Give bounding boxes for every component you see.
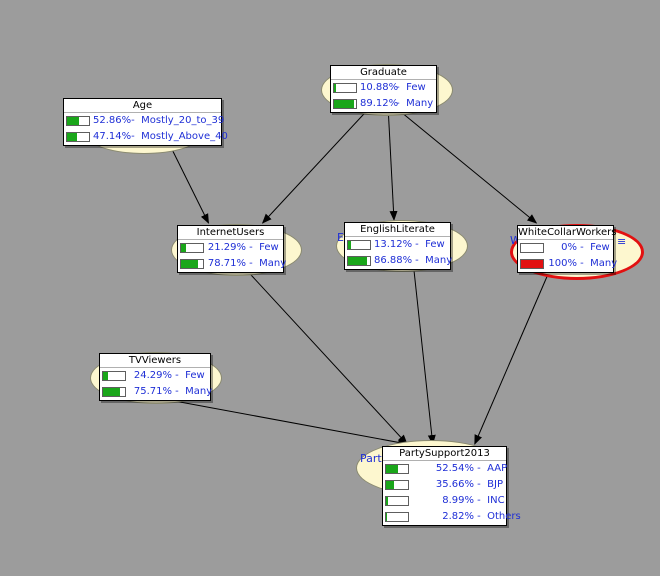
state-percent: 75.71% bbox=[133, 386, 172, 397]
state-row[interactable]: 52.54% - AAP bbox=[383, 461, 508, 477]
state-row[interactable]: 8.99% - INC bbox=[383, 493, 506, 509]
state-label: - Few bbox=[412, 239, 445, 250]
state-row[interactable]: 86.88% - Many bbox=[345, 253, 453, 269]
probability-bar bbox=[180, 259, 204, 269]
probability-bar bbox=[347, 256, 371, 266]
probability-bar bbox=[102, 387, 126, 397]
state-percent: 8.99% bbox=[442, 495, 474, 506]
state-row[interactable]: 89.12% - Many bbox=[331, 96, 436, 112]
state-label: - Few bbox=[246, 242, 279, 253]
state-label: - Few bbox=[577, 242, 610, 253]
probability-bar bbox=[66, 132, 90, 142]
state-row[interactable]: 21.29% - Few bbox=[178, 240, 283, 256]
probability-bar bbox=[333, 83, 357, 93]
state-percent: 52.54% bbox=[435, 463, 474, 474]
state-percent: 52.86% bbox=[93, 115, 132, 126]
state-row[interactable]: 10.88% - Few bbox=[331, 80, 436, 96]
state-percent: 86.88% bbox=[374, 255, 413, 266]
edges-layer bbox=[169, 112, 549, 447]
probability-bar bbox=[520, 259, 544, 269]
state-row[interactable]: 24.29% - Few bbox=[100, 368, 210, 384]
state-row[interactable]: 75.71% - Many bbox=[100, 384, 213, 400]
state-percent: 24.29% bbox=[133, 370, 172, 381]
state-label: - AAP bbox=[474, 463, 508, 474]
probability-bar bbox=[385, 464, 409, 474]
state-label: - Few bbox=[172, 370, 205, 381]
state-percent: 89.12% bbox=[360, 98, 399, 109]
edge-age-to-internet_users bbox=[169, 145, 209, 224]
node-title: EnglishLiterate bbox=[345, 223, 450, 237]
white-collar-workers-ghost-glyph: W bbox=[510, 234, 521, 247]
node-title: Age bbox=[64, 99, 221, 113]
node-party-support[interactable]: PartySupport2013 52.54% - AAP 35.66% - B… bbox=[382, 446, 521, 526]
state-row[interactable]: 2.82% - Others bbox=[383, 509, 521, 525]
edge-internet_users-to-party_support bbox=[248, 272, 408, 445]
state-label: - Few bbox=[393, 82, 426, 93]
probability-bar bbox=[180, 243, 204, 253]
node-title: InternetUsers bbox=[178, 226, 283, 240]
state-percent: 47.14% bbox=[93, 131, 132, 142]
probability-bar bbox=[385, 496, 409, 506]
state-percent: 0% bbox=[561, 242, 577, 253]
state-percent: 2.82% bbox=[442, 511, 474, 522]
state-row[interactable]: 47.14% - Mostly_Above_40 bbox=[64, 129, 228, 145]
state-label: - Others bbox=[474, 511, 521, 522]
english-literate-ghost-glyph: E bbox=[337, 231, 344, 244]
edge-white_collar_workers-to-party_support bbox=[474, 272, 549, 445]
node-graduate[interactable]: Graduate 10.88% - Few 89.12% - Many bbox=[330, 65, 437, 113]
state-label: - Many bbox=[393, 98, 434, 109]
probability-bar bbox=[102, 371, 126, 381]
state-percent: 21.29% bbox=[207, 242, 246, 253]
edge-graduate-to-english_literate bbox=[387, 112, 398, 221]
probability-bar bbox=[385, 480, 409, 490]
state-label: - BJP bbox=[474, 479, 503, 490]
state-label: - Mostly_Above_40 bbox=[128, 131, 228, 142]
state-label: - Many bbox=[412, 255, 453, 266]
state-row[interactable]: 0% - Few bbox=[518, 240, 613, 256]
node-english-literate[interactable]: EnglishLiterate 13.12% - Few 86.88% - Ma… bbox=[344, 222, 453, 270]
probability-bar bbox=[385, 512, 409, 522]
node-title: Graduate bbox=[331, 66, 436, 80]
party-support-ghost-glyph: Part bbox=[360, 452, 382, 465]
edge-graduate-to-internet_users bbox=[261, 112, 366, 224]
node-white-collar-workers[interactable]: WhiteCollarWorkers 0% - Few 100% - Many bbox=[517, 225, 617, 273]
state-row[interactable]: 13.12% - Few bbox=[345, 237, 450, 253]
edge-graduate-to-white_collar_workers bbox=[401, 112, 538, 224]
state-label: - Many bbox=[172, 386, 213, 397]
probability-bar bbox=[520, 243, 544, 253]
edge-english_literate-to-party_support bbox=[413, 269, 436, 445]
state-row[interactable]: 78.71% - Many bbox=[178, 256, 287, 272]
state-row[interactable]: 35.66% - BJP bbox=[383, 477, 506, 493]
node-internet-users[interactable]: InternetUsers 21.29% - Few 78.71% - Many bbox=[177, 225, 287, 273]
state-percent: 35.66% bbox=[435, 479, 474, 490]
state-label: - Many bbox=[577, 258, 618, 269]
state-percent: 10.88% bbox=[360, 82, 399, 93]
state-percent: 13.12% bbox=[374, 239, 413, 250]
state-label: - INC bbox=[474, 495, 505, 506]
node-title: WhiteCollarWorkers bbox=[518, 227, 617, 240]
state-row[interactable]: 52.86% - Mostly_20_to_39 bbox=[64, 113, 225, 129]
node-title: TVViewers bbox=[100, 354, 210, 368]
state-percent: 100% bbox=[548, 258, 577, 269]
probability-bar bbox=[347, 240, 371, 250]
state-row[interactable]: 100% - Many bbox=[518, 256, 617, 272]
state-percent: 78.71% bbox=[207, 258, 246, 269]
probability-bar bbox=[333, 99, 357, 109]
node-title: PartySupport2013 bbox=[383, 447, 506, 461]
state-label: - Many bbox=[246, 258, 287, 269]
node-tv-viewers[interactable]: TVViewers 24.29% - Few 75.71% - Many bbox=[99, 353, 213, 401]
white-collar-workers-ghost-glyph-right: ≡ bbox=[617, 235, 627, 248]
probability-bar bbox=[66, 116, 90, 126]
edge-tv_viewers-to-party_support bbox=[174, 400, 408, 447]
node-age[interactable]: Age 52.86% - Mostly_20_to_39 47.14% - Mo… bbox=[63, 98, 228, 146]
state-label: - Mostly_20_to_39 bbox=[128, 115, 225, 126]
